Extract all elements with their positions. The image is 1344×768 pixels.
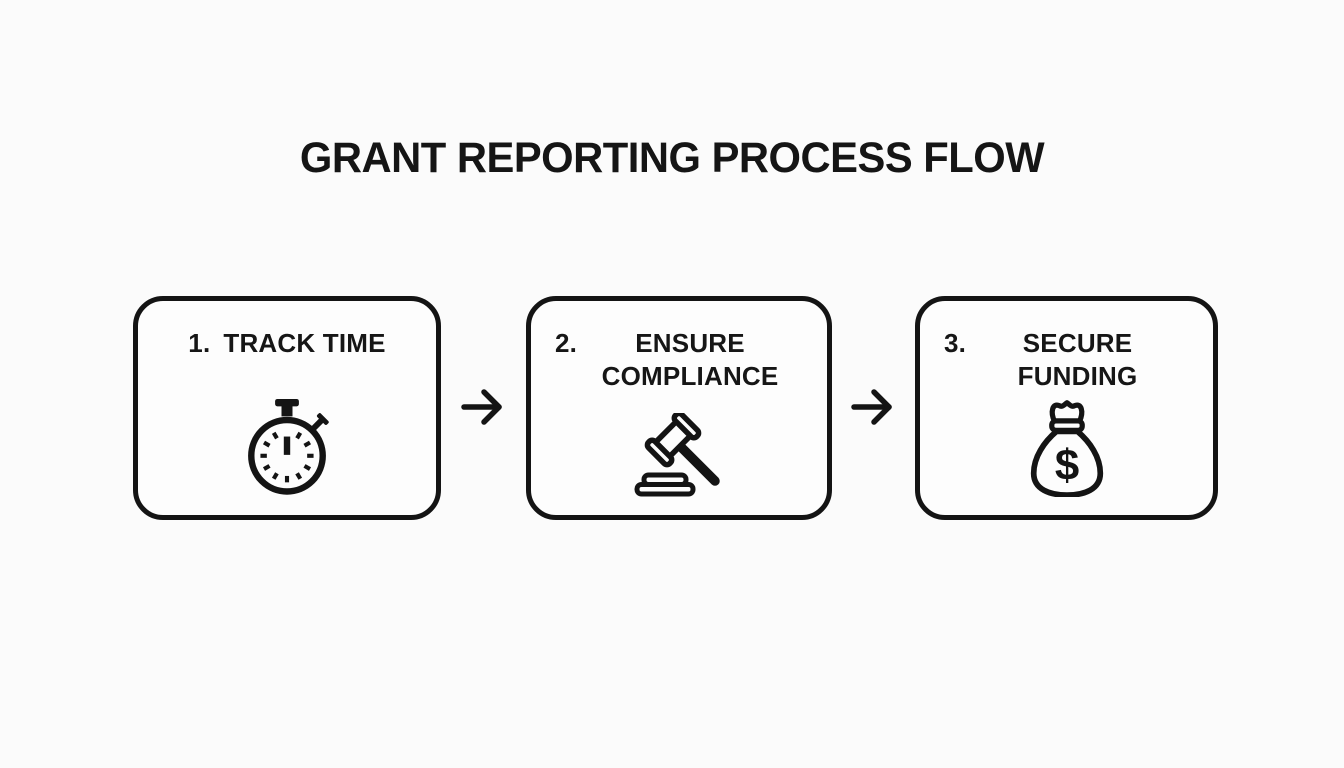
step-number: 2.	[555, 328, 578, 358]
step-label: 2. ENSURE COMPLIANCE	[531, 327, 827, 393]
step-label-line: SECURE	[1022, 328, 1133, 358]
arrow-right-icon	[850, 384, 896, 430]
arrow-right-icon	[460, 384, 506, 430]
step-label: 1. TRACK TIME	[138, 327, 436, 360]
step-card-ensure-compliance: 2. ENSURE COMPLIANCE	[526, 296, 832, 520]
step-card-secure-funding: 3. SECURE FUNDING $	[915, 296, 1218, 520]
money-bag-icon: $	[1025, 399, 1109, 502]
step-label-line: FUNDING	[1017, 361, 1138, 392]
step-card-track-time: 1. TRACK TIME	[133, 296, 441, 520]
stopwatch-icon	[241, 399, 333, 502]
step-label-line: COMPLIANCE	[601, 361, 779, 392]
gavel-icon	[627, 410, 731, 502]
step-label: 3. SECURE FUNDING	[920, 327, 1213, 393]
step-label-line: ENSURE	[635, 328, 745, 358]
diagram-title: GRANT REPORTING PROCESS FLOW	[299, 134, 1045, 182]
step-label-line: TRACK TIME	[223, 328, 386, 358]
dollar-symbol: $	[1054, 441, 1078, 490]
step-number: 1.	[188, 328, 211, 358]
step-number: 3.	[944, 328, 967, 358]
